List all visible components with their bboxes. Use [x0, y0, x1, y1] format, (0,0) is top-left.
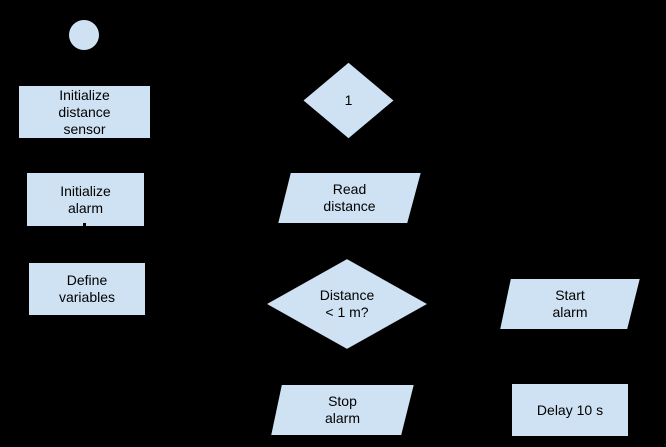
connector-diamond-shape: [300, 60, 397, 141]
start-terminator-shape: [69, 20, 99, 50]
process-shape-initialize-distance-sensor: [17, 84, 152, 140]
io-shape-read-distance: [275, 171, 424, 225]
process-shape-delay-10-s: [510, 382, 630, 438]
label-define-variables: Define variables: [58, 272, 116, 305]
decision-diamond-shape-distance-check: [262, 256, 432, 352]
io-shape-stop-alarm: [268, 383, 417, 437]
label-start-alarm: Start alarm: [552, 287, 588, 320]
label-distance-check: Distance < 1 m?: [319, 287, 375, 320]
label-stop-alarm: Stop alarm: [324, 393, 360, 426]
label-delay-10-s: Delay 10 s: [536, 401, 604, 418]
process-shape-define-variables: [27, 261, 147, 317]
label-initialize-alarm: Initialize alarm: [60, 182, 111, 216]
label-connector-1: 1: [344, 92, 353, 108]
connector-line-tip: [83, 223, 86, 228]
label-initialize-distance-sensor: Initialize distance sensor: [58, 86, 111, 137]
io-shape-start-alarm: [497, 277, 643, 331]
label-read-distance: Read distance: [323, 181, 376, 214]
